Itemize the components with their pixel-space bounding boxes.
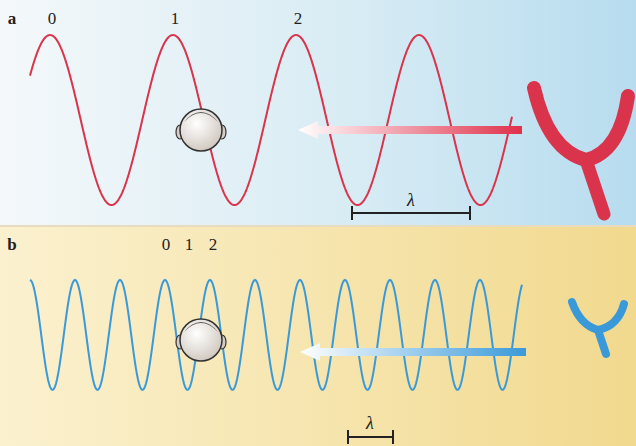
panel-letter: b [7, 236, 16, 253]
panel-divider [0, 225, 636, 227]
listener-head-a [176, 109, 226, 151]
tuning-fork-b [572, 302, 624, 330]
red-wave [30, 35, 512, 205]
listener-head-b [176, 319, 226, 361]
tuning-fork-a-stem [586, 160, 604, 214]
motion-arrow-b [300, 343, 526, 361]
wave-crest-number: 2 [294, 10, 303, 27]
tuning-fork-b-stem [598, 330, 606, 354]
tuning-fork-a [534, 88, 628, 160]
motion-arrow-a [298, 121, 522, 139]
panel-b-ground [0, 226, 636, 446]
wave-crest-number: 0 [48, 10, 57, 27]
panel-a-ground [0, 0, 636, 226]
wave-crest-number: 1 [171, 10, 180, 27]
blue-wave [30, 280, 522, 390]
wavelength-label: λ [366, 414, 374, 432]
wavelength-label: λ [407, 191, 415, 209]
wave-crest-number: 2 [209, 236, 218, 253]
panel-letter: a [8, 10, 17, 27]
wave-crest-number: 0 [162, 236, 171, 253]
wavelength-bar-b [348, 430, 393, 444]
wave-crest-number: 1 [185, 236, 194, 253]
